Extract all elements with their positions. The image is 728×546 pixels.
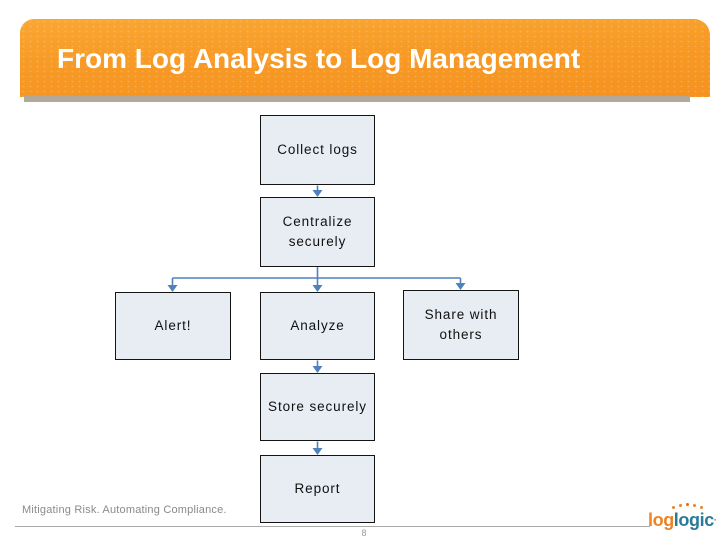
flow-node-label: Alert!	[154, 318, 192, 334]
logo-dots-icon	[672, 503, 706, 509]
loglogic-logo: loglogic·	[648, 503, 717, 532]
flow-node-label: Collect logs	[277, 142, 358, 158]
flow-node-label: Centralize securely	[282, 214, 353, 249]
flow-node-centralize-securely: Centralize securely	[260, 197, 375, 267]
logo-text-logic: logic	[673, 510, 714, 530]
flow-node-share-with-others: Share with others	[403, 290, 519, 360]
footer-divider	[15, 526, 650, 527]
flow-node-label: Store securely	[268, 399, 367, 415]
flow-node-label: Share with others	[424, 307, 498, 342]
title-banner: From Log Analysis to Log Management	[20, 19, 710, 97]
banner-shadow	[24, 96, 690, 102]
flow-node-alert: Alert!	[115, 292, 231, 360]
logo-text-log: log	[648, 510, 674, 530]
flow-node-store-securely: Store securely	[260, 373, 375, 441]
flow-node-label: Report	[294, 481, 341, 497]
flow-node-label: Analyze	[290, 318, 345, 334]
flow-node-collect-logs: Collect logs	[260, 115, 375, 185]
footer-tagline: Mitigating Risk. Automating Compliance.	[22, 504, 227, 516]
flow-node-analyze: Analyze	[260, 292, 375, 360]
logo-trademark: ·	[713, 515, 717, 525]
page-title: From Log Analysis to Log Management	[57, 43, 581, 74]
flow-node-report: Report	[260, 455, 375, 523]
page-number: 8	[361, 528, 367, 538]
